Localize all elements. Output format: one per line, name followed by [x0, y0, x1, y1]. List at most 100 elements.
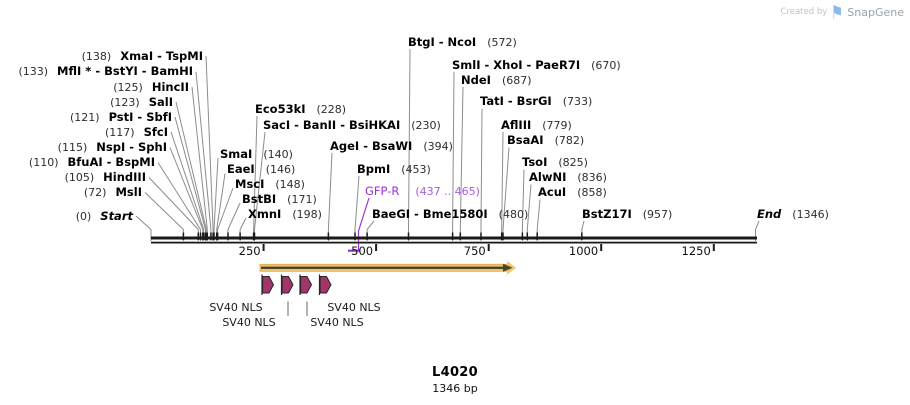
site-position: (230) — [411, 118, 441, 132]
site-position: (453) — [401, 162, 431, 176]
site-label-eco53ki[interactable]: Eco53kI(228) — [255, 102, 346, 116]
site-label-ndei[interactable]: NdeI(687) — [461, 72, 532, 87]
enzyme-names: BtgI - NcoI — [408, 34, 477, 49]
created-by-text: Created by — [780, 7, 828, 17]
enzyme-names: BstZ17I — [582, 206, 632, 221]
nls-feature-arrow-2[interactable] — [280, 274, 294, 296]
enzyme-names: BfuAI - BspMI — [67, 155, 155, 169]
snapgene-watermark: Created by SnapGene — [780, 5, 904, 19]
site-position: (115) — [57, 141, 88, 154]
enzyme-names: SacI - BanII - BsiHKAI — [263, 117, 401, 132]
enzyme-names: TsoI — [522, 155, 548, 169]
enzyme-names: AlwNI — [529, 170, 567, 184]
enzyme-names: BstBI — [242, 191, 277, 206]
enzyme-names: TatI - BsrGI — [480, 94, 552, 109]
site-label-acui[interactable]: AcuI(858) — [538, 185, 607, 200]
site-position: (125) — [113, 80, 143, 94]
site-label-saci-banii-bsihkai[interactable]: SacI - BanII - BsiHKAI (230) — [263, 117, 441, 132]
primer-gfp-r-marker[interactable] — [348, 197, 370, 252]
enzyme-names: HincII — [151, 79, 189, 94]
site-label-nspi-sphi[interactable]: (115) NspI - SphI — [57, 140, 167, 155]
orf-feature-arrow[interactable] — [259, 261, 516, 275]
site-position: (957) — [642, 207, 673, 221]
site-label-mfli-bstyi-bamhi[interactable]: (133)MflI * - BstYI - BamHI — [18, 65, 193, 79]
site-label-msli[interactable]: (72) MslI — [83, 185, 142, 200]
site-position: (138) — [81, 49, 112, 63]
site-label-bpmi[interactable]: BpmI (453) — [357, 161, 431, 176]
site-label-agei-bsawi[interactable]: AgeI - BsaWI(394) — [330, 139, 453, 153]
site-label-start[interactable]: (0)Start — [76, 208, 133, 223]
site-label-bstbi[interactable]: BstBI (171) — [242, 191, 317, 206]
site-label-hindiii[interactable]: (105) HindIII — [64, 170, 146, 185]
nls-label-1[interactable]: SV40 NLS — [209, 301, 263, 314]
enzyme-names: HindIII — [103, 170, 146, 184]
site-ticks — [182, 232, 583, 240]
site-position: (394) — [423, 139, 453, 153]
site-label-afliii[interactable]: AflIII(779) — [501, 118, 572, 132]
site-label-end[interactable]: End (1346) — [757, 206, 829, 221]
site-position: (670) — [591, 58, 621, 72]
site-position: (105) — [64, 171, 95, 184]
enzyme-names: Start — [100, 208, 133, 223]
nls-label-3[interactable]: SV40 NLS — [310, 316, 364, 329]
sequence-line — [151, 236, 757, 244]
site-label-xmni[interactable]: XmnI(198) — [248, 206, 322, 221]
site-label-baegi-bme1580i[interactable]: BaeGI - Bme1580I(480) — [372, 207, 528, 221]
snapgene-brand-text: SnapGene — [847, 5, 904, 19]
site-label-bstz17i[interactable]: BstZ17I (957) — [582, 206, 673, 221]
site-label-msci[interactable]: MscI(148) — [235, 177, 305, 191]
enzyme-names: SalI — [148, 94, 173, 109]
enzyme-names: PstI - SbfI — [108, 109, 172, 124]
site-position: (72) — [83, 186, 107, 199]
enzyme-names: BsaAI — [507, 133, 544, 147]
nls-feature-arrow-4[interactable] — [318, 274, 332, 296]
enzyme-names: End — [757, 206, 782, 221]
enzyme-names: NspI - SphI — [96, 140, 167, 154]
ruler-label-1250: 1250 — [681, 244, 711, 258]
site-position: (117) — [105, 125, 135, 139]
site-position: (782) — [554, 134, 585, 147]
site-label-psti-sbfi[interactable]: (121)PstI - SbfI — [70, 109, 172, 124]
enzyme-names: SfcI — [143, 124, 168, 139]
ruler-label-250: 250 — [238, 244, 261, 258]
enzyme-names: XmaI - TspMI — [120, 48, 203, 63]
site-label-alwni[interactable]: AlwNI (836) — [529, 170, 607, 185]
site-label-bfuai-bspmi[interactable]: (110)BfuAI - BspMI — [29, 155, 155, 170]
enzyme-names: GFP-R — [365, 183, 400, 198]
site-label-xmai-tspmi[interactable]: (138) XmaI - TspMI — [81, 48, 203, 63]
nls-label-4[interactable]: SV40 NLS — [327, 301, 381, 314]
ruler-label-1000: 1000 — [568, 244, 599, 258]
enzyme-names: AcuI — [538, 185, 567, 199]
site-label-eaei[interactable]: EaeI (146) — [227, 162, 296, 177]
site-label-tati-bsrgi[interactable]: TatI - BsrGI(733) — [480, 94, 592, 109]
site-label-sfci[interactable]: (117) SfcI — [105, 124, 168, 139]
site-label-btgi-ncoi[interactable]: BtgI - NcoI(572) — [408, 34, 517, 49]
site-position: (825) — [558, 156, 588, 169]
site-label-sali[interactable]: (123)SalI — [110, 94, 173, 109]
site-label-gfp-r[interactable]: GFP-R(437 .. 465) — [365, 183, 480, 198]
ruler-label-750: 750 — [463, 244, 486, 258]
nls-connectors — [287, 301, 308, 316]
site-label-bsaai[interactable]: BsaAI (782) — [507, 133, 585, 148]
site-label-smai[interactable]: SmaI(140) — [220, 147, 293, 161]
enzyme-names: EaeI — [227, 162, 255, 176]
nls-feature-arrow-1[interactable] — [261, 274, 275, 296]
ruler-ticks — [262, 244, 715, 251]
enzyme-names: MslI — [115, 185, 142, 199]
enzyme-names: NdeI — [461, 72, 491, 87]
map-footer: L4020 1346 bp — [355, 365, 555, 395]
site-label-tsoi[interactable]: TsoI (825) — [522, 155, 588, 170]
site-position: (836) — [577, 171, 607, 184]
nls-label-2[interactable]: SV40 NLS — [222, 316, 276, 329]
snapgene-logo-icon — [833, 5, 842, 19]
ruler-label-500: 500 — [351, 244, 374, 258]
site-position: (146) — [265, 163, 296, 176]
enzyme-names: XmnI — [248, 206, 282, 221]
site-label-hincii[interactable]: (125) HincII — [113, 79, 189, 94]
site-label-smli-xhoi-paer7i[interactable]: SmlI - XhoI - PaeR7I(670) — [452, 58, 621, 72]
nls-feature-arrow-3[interactable] — [299, 274, 313, 296]
site-position: (171) — [287, 192, 317, 206]
site-position: (1346) — [792, 207, 829, 221]
enzyme-names: BpmI — [357, 161, 391, 176]
